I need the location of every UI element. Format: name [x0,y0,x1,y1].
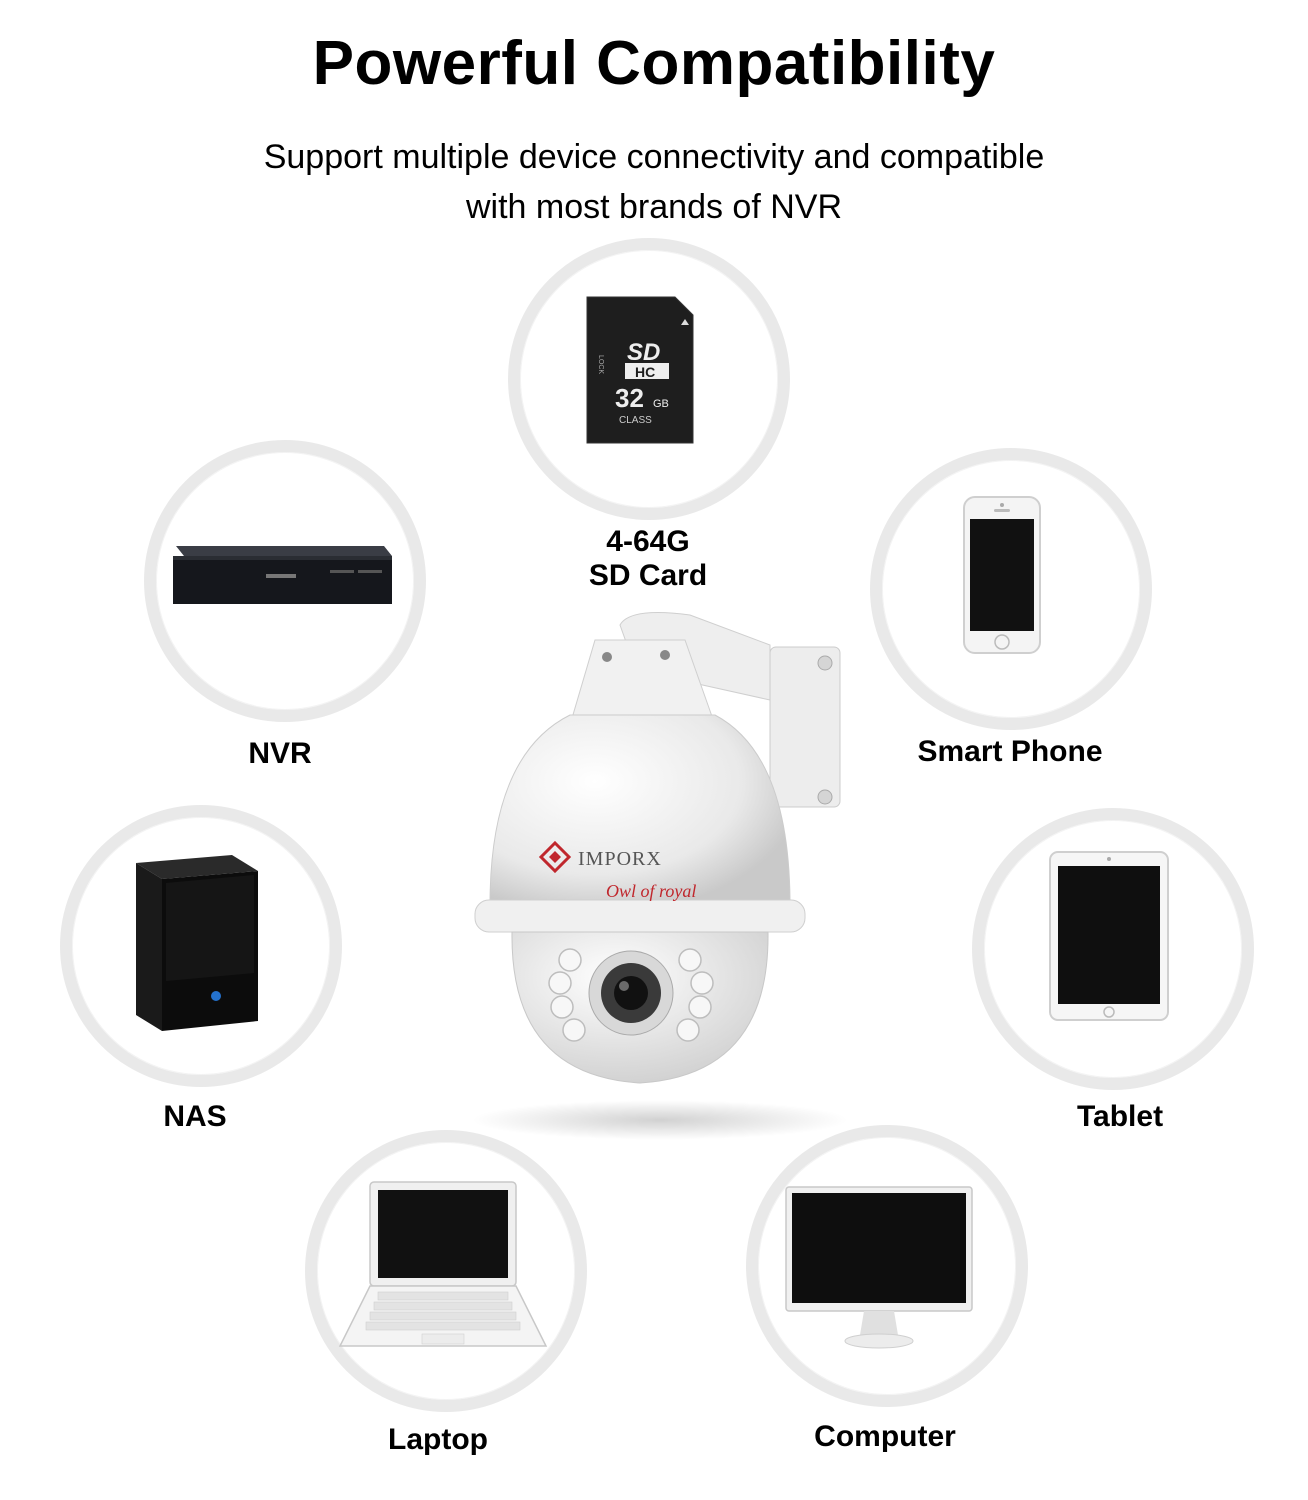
camera-shadow [470,1100,850,1140]
nas-label: NAS [163,1100,227,1133]
sd-unit-text: GB [653,398,669,410]
sd-hc-text: HC [635,364,655,380]
sd-class-text: CLASS [619,415,652,426]
tablet-label: Tablet [1076,1100,1164,1133]
laptop-image [338,1181,548,1347]
sd-card-label-line1: 4-64G [606,525,690,558]
camera-tagline-text: Owl of royal [606,881,696,901]
page-subtitle: Support multiple device connectivity and… [0,132,1308,232]
nvr-image [173,546,392,604]
subtitle-line-2: with most brands of NVR [465,188,843,226]
sd-card-image: SD HC 32 GB CLASS LOCK [586,296,694,444]
ptz-camera-image: IMPORX Owl of royal [474,612,841,1084]
nvr-label: NVR [248,737,312,770]
subtitle-line-1: Support multiple device connectivity and… [263,138,1045,176]
smart-phone-label: Smart Phone [917,735,1103,768]
sd-card-label-line2: SD Card [588,559,708,592]
computer-image [785,1186,973,1349]
sd-logo-text: SD [627,339,660,366]
sd-card-label: 4-64G SD Card [548,525,748,593]
nas-image [136,855,258,1031]
smart-phone-image [963,496,1041,654]
sd-lock-text: LOCK [597,355,604,374]
laptop-label: Laptop [388,1423,488,1456]
tablet-image [1049,851,1169,1021]
sd-capacity-text: 32 [615,383,644,413]
computer-label: Computer [814,1420,956,1453]
camera-brand-text: IMPORX [578,848,662,870]
page-title: Powerful Compatibility [312,29,996,98]
